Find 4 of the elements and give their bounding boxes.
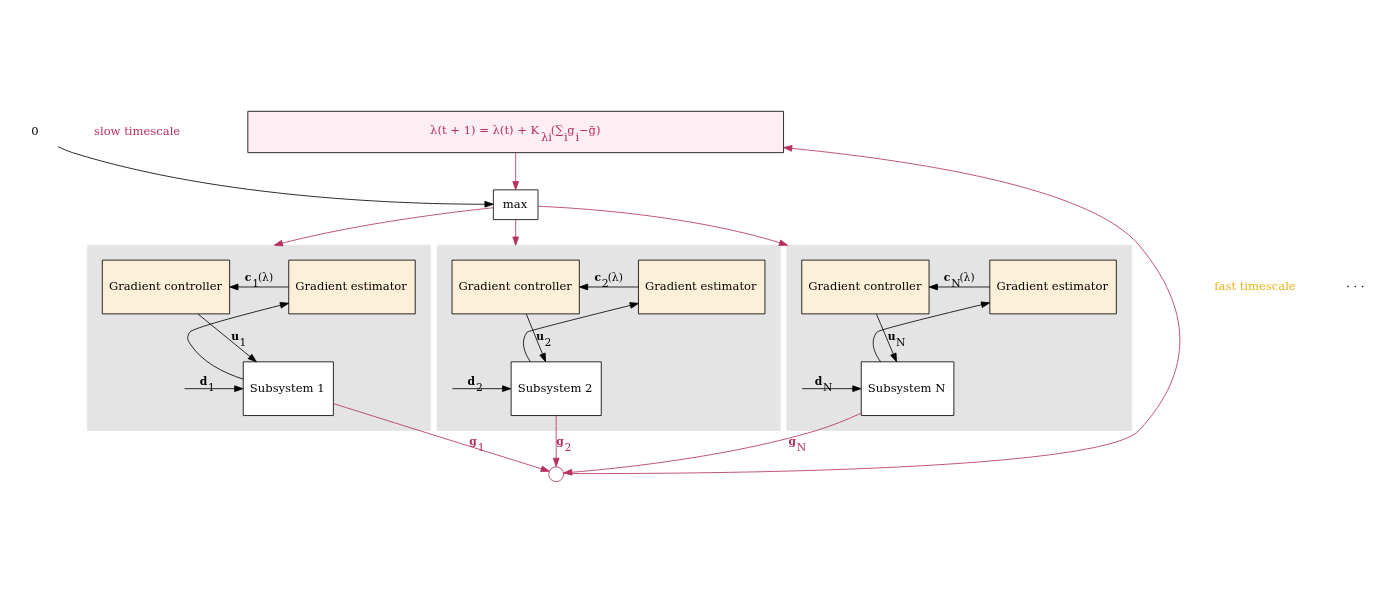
node-text: 0 bbox=[31, 124, 39, 139]
label: slow timescale bbox=[94, 124, 181, 139]
label: · · · bbox=[1346, 279, 1365, 294]
label: fast timescale bbox=[1214, 279, 1296, 294]
